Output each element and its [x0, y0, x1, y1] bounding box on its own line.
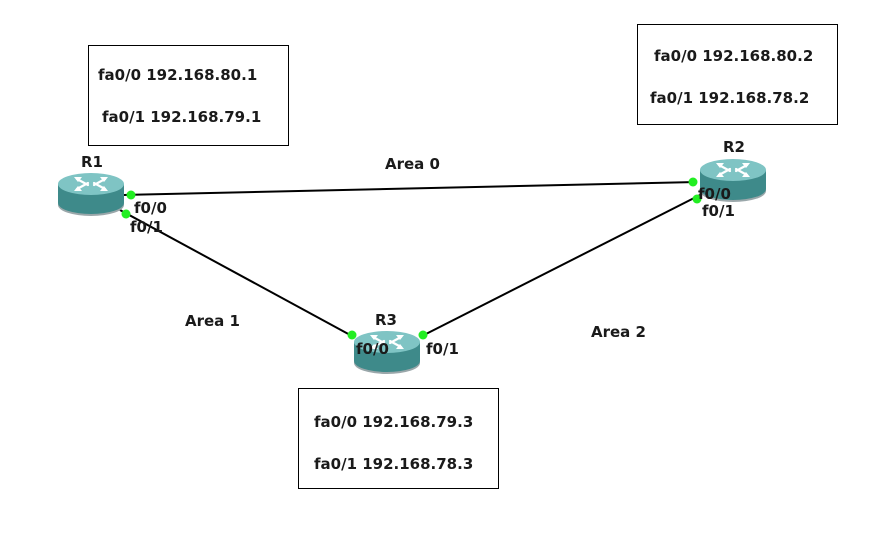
port-label-r3-f01: f0/1	[426, 340, 459, 358]
port-dot-r3-f01[interactable]	[418, 330, 428, 340]
link-r3-r2[interactable]	[421, 194, 701, 337]
note-r1-line-2: fa0/1 192.168.79.1	[102, 108, 262, 126]
port-label-r2-f01: f0/1	[702, 202, 735, 220]
port-label-r3-f00: f0/0	[356, 340, 389, 358]
note-r3-addresses[interactable]: fa0/0 192.168.79.3 fa0/1 192.168.78.3	[298, 388, 499, 489]
router-r2-icon[interactable]	[699, 158, 767, 204]
router-r2-label[interactable]: R2	[723, 138, 745, 156]
note-r3-line-1: fa0/0 192.168.79.3	[314, 413, 474, 431]
port-dot-r2-f01[interactable]	[692, 194, 702, 204]
router-r3-label[interactable]: R3	[375, 311, 397, 329]
port-dot-r2-f00[interactable]	[688, 177, 698, 187]
note-r1-addresses[interactable]: fa0/0 192.168.80.1 fa0/1 192.168.79.1	[88, 45, 289, 146]
note-r2-addresses[interactable]: fa0/0 192.168.80.2 fa0/1 192.168.78.2	[637, 24, 838, 125]
link-r1-r2[interactable]	[123, 181, 698, 196]
port-dot-r3-f00[interactable]	[347, 330, 357, 340]
port-label-r1-f00: f0/0	[134, 199, 167, 217]
port-label-r2-f00: f0/0	[698, 185, 731, 203]
port-label-r1-f01: f0/1	[130, 218, 163, 236]
router-r1-icon[interactable]	[57, 172, 125, 218]
link-r1-r3[interactable]	[119, 209, 353, 337]
note-r2-line-1: fa0/0 192.168.80.2	[654, 47, 814, 65]
note-r3-line-2: fa0/1 192.168.78.3	[314, 455, 474, 473]
area-2-label: Area 2	[591, 323, 646, 341]
router-r3-icon[interactable]	[353, 330, 421, 376]
port-dot-r1-f01[interactable]	[121, 209, 131, 219]
area-0-label: Area 0	[385, 155, 440, 173]
note-r1-line-1: fa0/0 192.168.80.1	[98, 66, 258, 84]
port-dot-r1-f00[interactable]	[126, 190, 136, 200]
router-r1-label[interactable]: R1	[81, 153, 103, 171]
note-r2-line-2: fa0/1 192.168.78.2	[650, 89, 810, 107]
area-1-label: Area 1	[185, 312, 240, 330]
